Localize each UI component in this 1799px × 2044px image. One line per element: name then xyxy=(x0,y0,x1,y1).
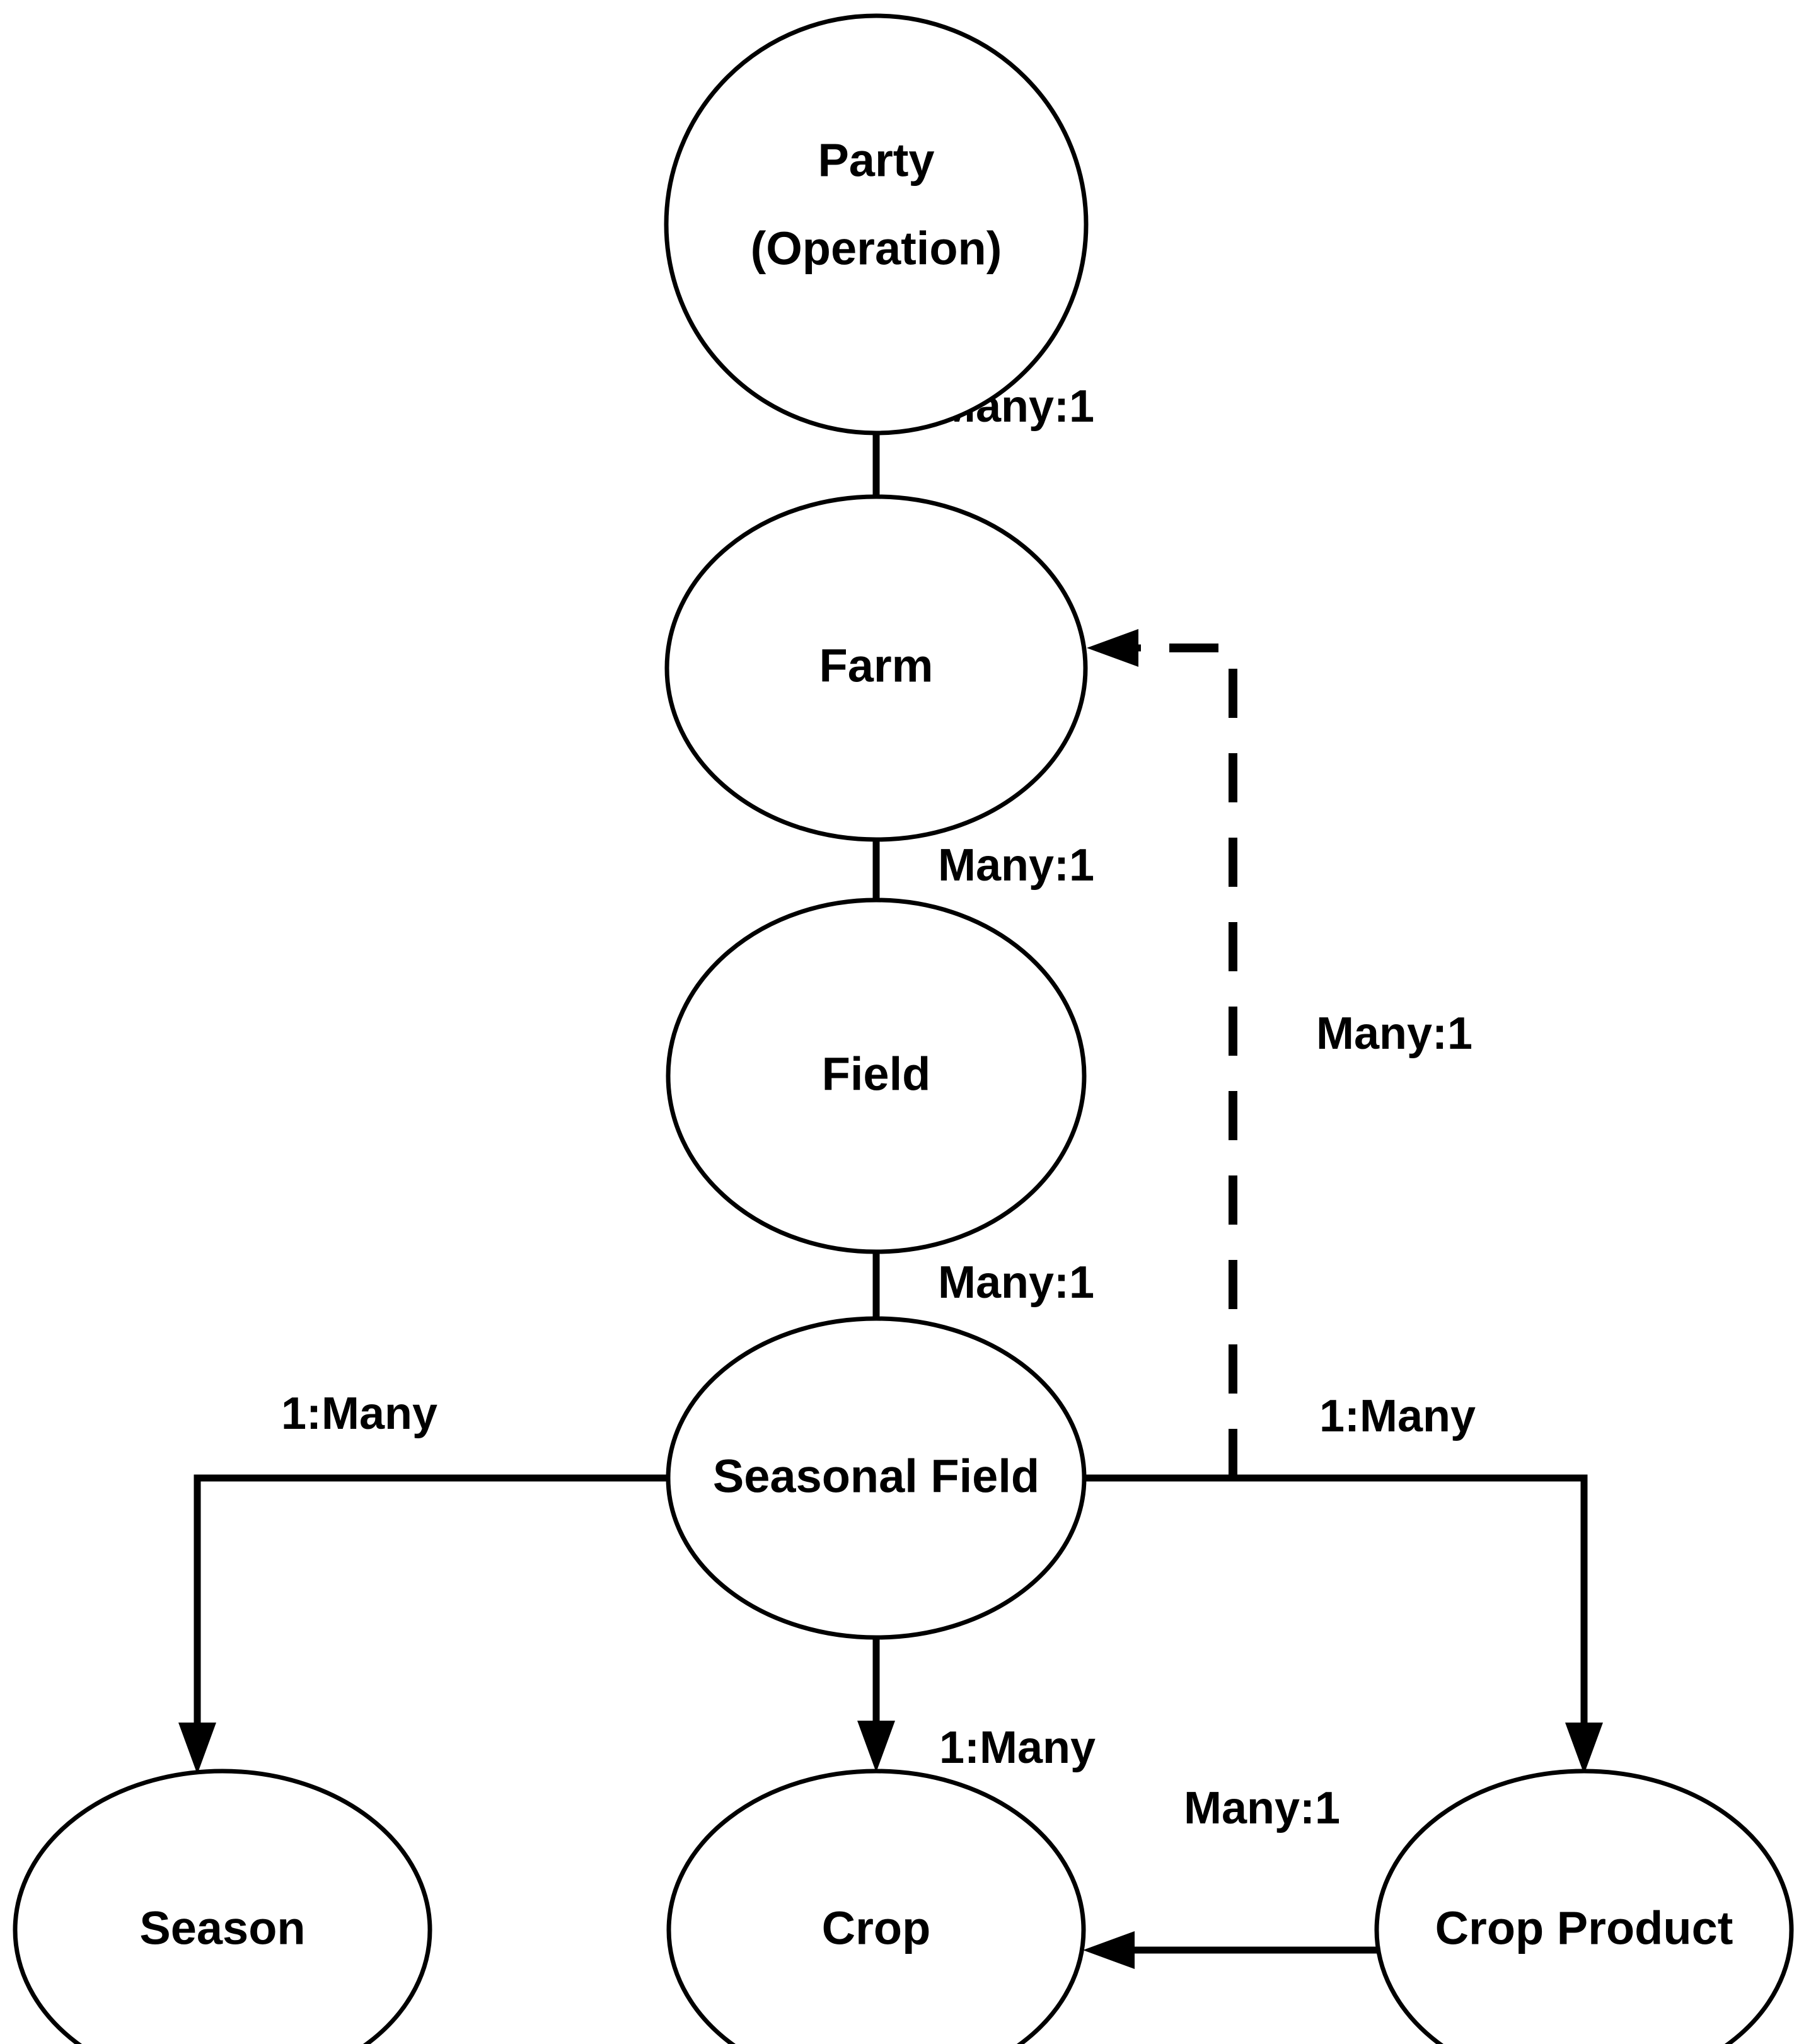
edge-label-cropproduct-to-crop: Many:1 xyxy=(1184,1783,1340,1833)
edge-label-seasonalfield-to-field: Many:1 xyxy=(938,1257,1094,1308)
node-seasonal-field[interactable]: Seasonal Field xyxy=(666,1316,1087,1640)
edge-cropproduct-to-farm[interactable]: Many:1 xyxy=(1087,629,1472,1478)
node-crop-label: Crop xyxy=(822,1902,931,1955)
node-seasonal-field-ellipse xyxy=(666,1316,1087,1640)
edge-seasonalfield-to-season-path xyxy=(194,1474,668,1730)
edge-label-seasonalfield-to-crop: 1:Many xyxy=(939,1723,1096,1773)
edge-seasonalfield-to-cropproduct-path xyxy=(1084,1474,1588,1730)
edge-label-seasonalfield-to-cropproduct: 1:Many xyxy=(1319,1391,1476,1441)
node-crop[interactable]: Crop xyxy=(666,1769,1086,2044)
node-farm-ellipse xyxy=(664,494,1088,842)
node-field-ellipse xyxy=(666,898,1087,1254)
node-season[interactable]: Season xyxy=(13,1769,432,2044)
node-crop-ellipse xyxy=(666,1769,1086,2044)
node-season-ellipse xyxy=(13,1769,432,2044)
node-seasonal-field-label: Seasonal Field xyxy=(713,1450,1039,1503)
edge-seasonalfield-to-crop[interactable]: 1:Many xyxy=(857,1632,1096,1773)
edge-cropproduct-to-crop-arrowhead-left xyxy=(1083,1931,1135,1969)
edge-label-field-to-farm: Many:1 xyxy=(938,840,1094,891)
node-crop-product-ellipse xyxy=(1374,1769,1794,2044)
edge-label-seasonalfield-to-season: 1:Many xyxy=(281,1389,437,1439)
node-crop-product[interactable]: Crop Product xyxy=(1374,1769,1794,2044)
edge-seasonalfield-to-crop-arrowhead-down xyxy=(857,1721,895,1772)
edge-seasonalfield-to-cropproduct-arrowhead-down xyxy=(1565,1723,1603,1774)
node-season-label: Season xyxy=(139,1902,305,1955)
node-party-operation-label-line1: Party xyxy=(818,134,934,187)
node-party-operation-ellipse xyxy=(664,13,1089,436)
node-field[interactable]: Field xyxy=(666,898,1087,1254)
edge-label-cropproduct-to-farm: Many:1 xyxy=(1316,1008,1472,1059)
edge-cropproduct-to-farm-arrowhead-left xyxy=(1087,629,1138,667)
node-party-operation-label-line2: (Operation) xyxy=(751,222,1002,275)
edge-cropproduct-to-crop[interactable]: Many:1 xyxy=(1083,1783,1380,1969)
edge-seasonalfield-to-cropproduct[interactable]: 1:Many xyxy=(1084,1391,1603,1774)
node-field-label: Field xyxy=(822,1048,931,1100)
edge-seasonalfield-to-season[interactable]: 1:Many xyxy=(178,1389,668,1774)
node-party-operation[interactable]: Party (Operation) xyxy=(664,13,1089,436)
edge-cropproduct-to-farm-dashed-path xyxy=(1141,644,1237,1478)
node-crop-product-label: Crop Product xyxy=(1435,1902,1733,1955)
node-farm-label: Farm xyxy=(819,640,934,692)
edge-seasonalfield-to-season-arrowhead-down xyxy=(178,1723,216,1774)
node-farm[interactable]: Farm xyxy=(664,494,1088,842)
